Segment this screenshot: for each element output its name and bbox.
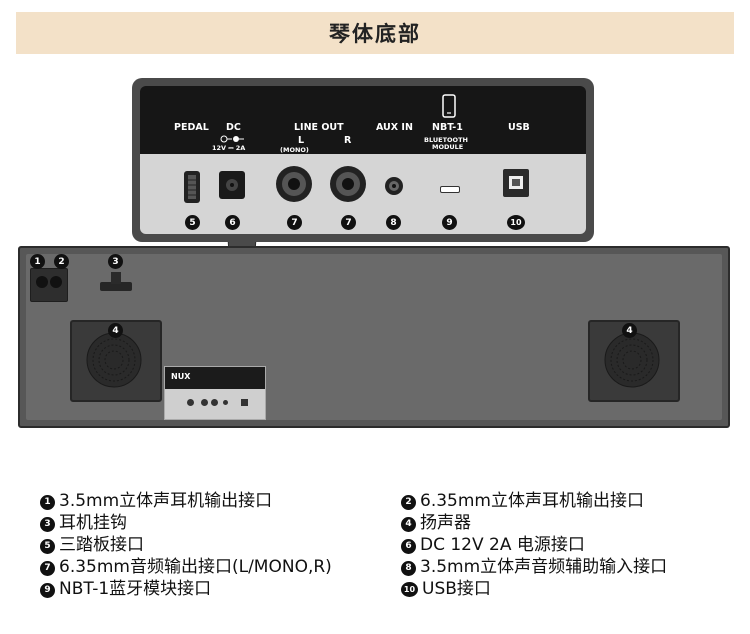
label-mono: (MONO) bbox=[280, 146, 309, 154]
headphone-jack-6-35 bbox=[50, 276, 62, 288]
label-nbt: NBT-1 bbox=[432, 122, 463, 133]
legend-number: 7 bbox=[40, 561, 55, 576]
label-pedal: PEDAL bbox=[174, 122, 209, 133]
plate-jacks bbox=[175, 399, 255, 407]
legend-item-8: 8 3.5mm立体声音频辅助输入接口 bbox=[401, 556, 667, 578]
legend-number: 2 bbox=[401, 495, 416, 510]
panel-number-9: 9 bbox=[442, 215, 457, 230]
legend-item-1: 1 3.5mm立体声耳机输出接口 bbox=[40, 490, 272, 512]
device-number-4-left: 4 bbox=[108, 323, 123, 338]
nbt-slot bbox=[440, 186, 460, 193]
dc-polarity-icon bbox=[220, 135, 244, 143]
aux-in-jack bbox=[385, 177, 403, 195]
headphone-hook-stem bbox=[111, 272, 121, 284]
title-bar: 琴体底部 bbox=[16, 12, 734, 54]
usb-port bbox=[503, 169, 529, 197]
speaker-left-grille bbox=[86, 332, 142, 388]
panel-number-5: 5 bbox=[185, 215, 200, 230]
legend-item-5: 5 三踏板接口 bbox=[40, 534, 144, 556]
headphone-jack-3-5 bbox=[36, 276, 48, 288]
panel-number-6: 6 bbox=[225, 215, 240, 230]
label-dc: DC bbox=[226, 122, 241, 133]
zoom-panel: PEDAL DC 12V ⎓ 2A LINE OUT L (MONO) R AU… bbox=[132, 78, 594, 242]
pedal-connector bbox=[184, 171, 200, 203]
label-bluetooth: BLUETOOTH bbox=[424, 136, 468, 144]
page-title: 琴体底部 bbox=[329, 22, 421, 46]
headphone-jack-block bbox=[30, 268, 68, 302]
legend-text: 三踏板接口 bbox=[59, 535, 144, 555]
label-usb: USB bbox=[508, 122, 530, 133]
legend-text: DC 12V 2A 电源接口 bbox=[420, 535, 585, 555]
label-r: R bbox=[344, 135, 352, 146]
device-number-3: 3 bbox=[108, 254, 123, 269]
label-dc-spec: 12V ⎓ 2A bbox=[212, 144, 246, 152]
legend-number: 3 bbox=[40, 517, 55, 532]
legend-item-2: 2 6.35mm立体声耳机输出接口 bbox=[401, 490, 644, 512]
phone-icon bbox=[442, 94, 456, 118]
label-module: MODULE bbox=[432, 143, 464, 151]
label-l: L bbox=[298, 135, 305, 146]
legend-item-10: 10 USB接口 bbox=[401, 578, 491, 600]
legend-text: 耳机挂钩 bbox=[59, 513, 127, 533]
plate-header bbox=[165, 367, 265, 389]
plate-brand: NUX bbox=[171, 372, 191, 381]
zoom-panel-jacks: 5 6 7 7 8 9 10 bbox=[140, 154, 586, 234]
legend-text: 扬声器 bbox=[420, 513, 471, 533]
panel-number-7-r: 7 bbox=[341, 215, 356, 230]
legend-text: USB接口 bbox=[422, 579, 491, 599]
label-aux-in: AUX IN bbox=[376, 122, 413, 133]
connector-plate: NUX bbox=[164, 366, 266, 420]
legend-item-4: 4 扬声器 bbox=[401, 512, 471, 534]
legend-item-7: 7 6.35mm音频输出接口(L/MONO,R) bbox=[40, 556, 332, 578]
legend-text: 6.35mm立体声耳机输出接口 bbox=[420, 491, 644, 511]
label-line-out: LINE OUT bbox=[294, 122, 344, 133]
legend-number: 6 bbox=[401, 539, 416, 554]
legend-text: 3.5mm立体声耳机输出接口 bbox=[59, 491, 273, 511]
speaker-right-grille bbox=[604, 332, 660, 388]
headphone-hook bbox=[100, 282, 132, 291]
line-out-l-jack bbox=[276, 166, 312, 202]
legend-text: 6.35mm音频输出接口(L/MONO,R) bbox=[59, 557, 332, 577]
legend-number: 4 bbox=[401, 517, 416, 532]
device-number-1: 1 bbox=[30, 254, 45, 269]
device-number-4-right: 4 bbox=[622, 323, 637, 338]
legend-text: 3.5mm立体声音频辅助输入接口 bbox=[420, 557, 668, 577]
device-number-2: 2 bbox=[54, 254, 69, 269]
legend-number: 1 bbox=[40, 495, 55, 510]
legend-number: 9 bbox=[40, 583, 55, 598]
line-out-r-jack bbox=[330, 166, 366, 202]
zoom-panel-labels: PEDAL DC 12V ⎓ 2A LINE OUT L (MONO) R AU… bbox=[140, 86, 586, 154]
legend-item-9: 9 NBT-1蓝牙模块接口 bbox=[40, 578, 211, 600]
legend-text: NBT-1蓝牙模块接口 bbox=[59, 579, 212, 599]
legend-item-6: 6 DC 12V 2A 电源接口 bbox=[401, 534, 585, 556]
legend-number: 8 bbox=[401, 561, 416, 576]
dc-jack bbox=[219, 171, 245, 199]
panel-number-7-l: 7 bbox=[287, 215, 302, 230]
legend-item-3: 3 耳机挂钩 bbox=[40, 512, 127, 534]
legend-number: 5 bbox=[40, 539, 55, 554]
panel-number-10: 10 bbox=[507, 215, 525, 230]
panel-number-8: 8 bbox=[386, 215, 401, 230]
legend-number: 10 bbox=[401, 582, 418, 597]
